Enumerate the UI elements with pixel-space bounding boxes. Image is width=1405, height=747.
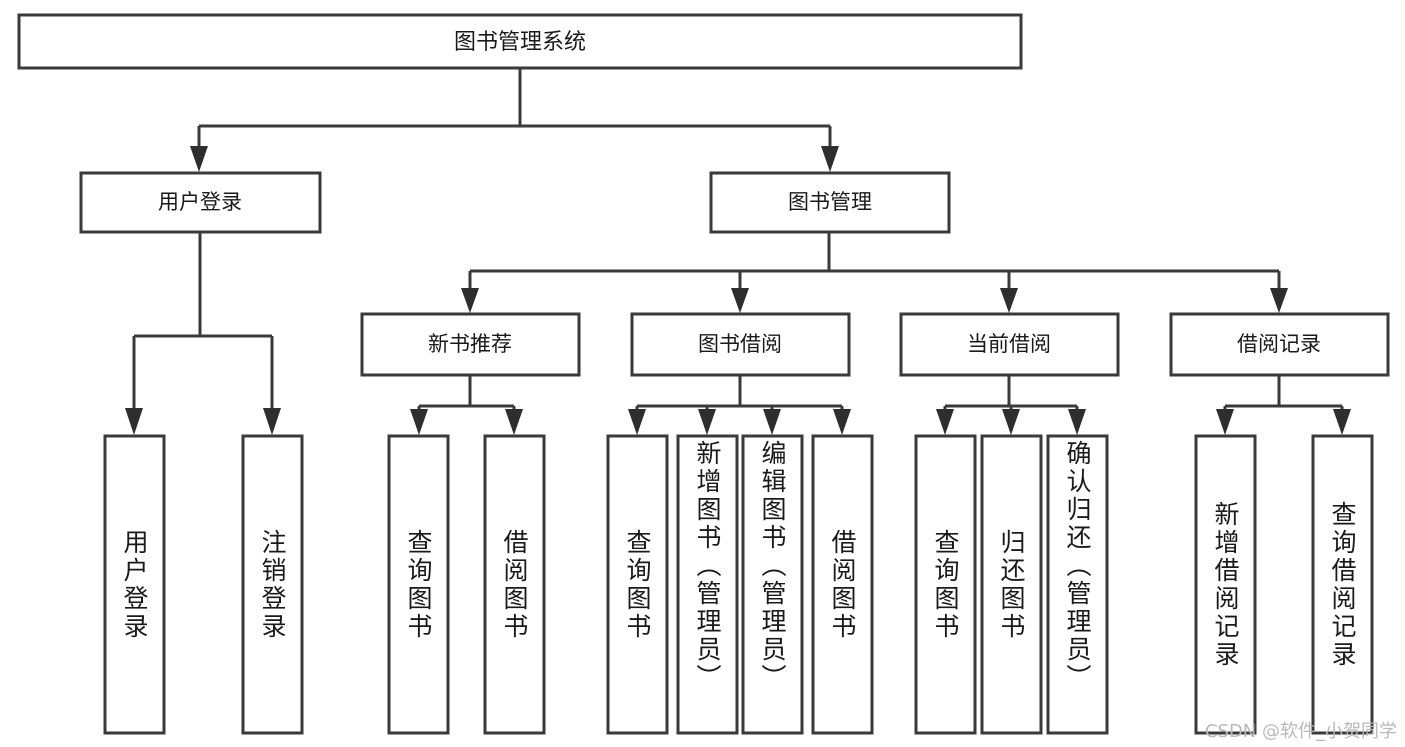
connector-currentborrow-to-leaves xyxy=(936,375,1086,435)
connector-newbook-to-leaves xyxy=(410,375,523,435)
leaf-box-add-record[interactable] xyxy=(1194,434,1257,735)
node-book-management-label: 图书管理 xyxy=(788,190,872,214)
node-current-borrow[interactable]: 当前借阅 xyxy=(899,312,1120,377)
leaf-box-add-book[interactable] xyxy=(676,434,739,735)
connector-userlogin-to-leaves xyxy=(125,232,281,435)
leaf-box-logout[interactable] xyxy=(241,434,304,735)
leaf-box-user-login[interactable] xyxy=(103,434,166,735)
node-new-book-recommend[interactable]: 新书推荐 xyxy=(360,312,581,377)
connector-root-to-level2 xyxy=(190,68,839,172)
node-root-label: 图书管理系统 xyxy=(454,30,586,55)
node-user-login-label: 用户登录 xyxy=(158,190,242,214)
leaf-box-query-record[interactable] xyxy=(1311,434,1374,735)
node-new-book-recommend-label: 新书推荐 xyxy=(428,332,512,356)
connector-borrowrecord-to-leaves xyxy=(1216,375,1351,435)
node-book-management[interactable]: 图书管理 xyxy=(709,171,951,234)
node-current-borrow-label: 当前借阅 xyxy=(967,332,1051,356)
connector-bookmgmt-to-level3 xyxy=(461,232,1288,313)
node-borrow-record-label: 借阅记录 xyxy=(1237,332,1321,356)
leaf-box-confirm-return[interactable] xyxy=(1046,434,1109,735)
leaf-box-query-book-3[interactable] xyxy=(914,434,977,735)
leaf-box-return-book[interactable] xyxy=(980,434,1043,735)
node-root[interactable]: 图书管理系统 xyxy=(17,13,1023,70)
leaf-box-borrow-book-1[interactable] xyxy=(483,434,546,735)
leaf-box-borrow-book-2[interactable] xyxy=(811,434,874,735)
node-book-borrow[interactable]: 图书借阅 xyxy=(630,312,851,377)
leaf-box-edit-book[interactable] xyxy=(741,434,804,735)
leaf-box-query-book-2[interactable] xyxy=(606,434,669,735)
node-user-login[interactable]: 用户登录 xyxy=(79,171,322,234)
node-borrow-record[interactable]: 借阅记录 xyxy=(1169,312,1390,377)
leaf-box-query-book-1[interactable] xyxy=(387,434,450,735)
node-book-borrow-label: 图书借阅 xyxy=(698,332,782,356)
connector-bookborrow-to-leaves xyxy=(628,375,851,435)
